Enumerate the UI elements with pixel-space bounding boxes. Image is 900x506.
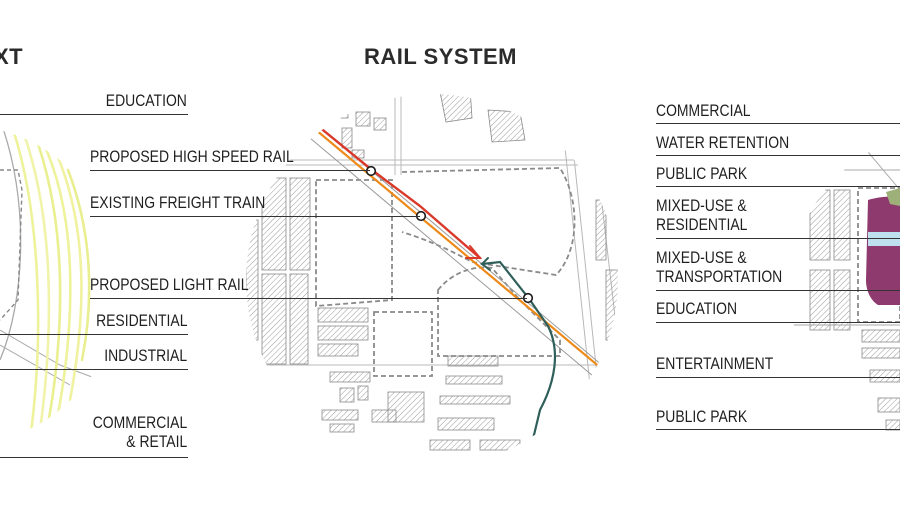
- light-rail-arrow: [480, 257, 491, 271]
- leader-line: [0, 114, 188, 115]
- label-light-rail: PROPOSED LIGHT RAIL: [90, 275, 249, 294]
- leader-line: [0, 369, 188, 370]
- label-mixed-use-transportation: MIXED-USE & TRANSPORTATION: [656, 248, 782, 286]
- label-public-park-1: PUBLIC PARK: [656, 164, 748, 183]
- label-education-right: EDUCATION: [656, 299, 738, 318]
- label-high-speed-rail: PROPOSED HIGH SPEED RAIL: [90, 147, 294, 166]
- water-retention-zone: [868, 232, 900, 246]
- label-commercial-retail-line1: COMMERCIAL: [92, 413, 187, 432]
- label-commercial: COMMERCIAL: [656, 101, 751, 120]
- left-highlight-lines: [6, 125, 91, 445]
- leader-line: [656, 429, 900, 430]
- leader-line-freight-train: [90, 216, 420, 217]
- rail-system-title: RAIL SYSTEM: [364, 44, 518, 69]
- leader-line: [0, 457, 188, 458]
- light-rail-line: [480, 260, 557, 462]
- label-commercial-retail: COMMERCIAL & RETAIL: [93, 413, 187, 451]
- mixed-use-zone: [866, 196, 900, 305]
- leader-line: [656, 377, 900, 378]
- left-context-map: [0, 125, 101, 445]
- leader-line: [656, 322, 900, 323]
- high-speed-rail-station-marker: [365, 165, 377, 177]
- label-mixed-use-transportation-line1: MIXED-USE &: [656, 248, 747, 267]
- label-mixed-use-residential-line1: MIXED-USE &: [656, 196, 747, 215]
- leader-line: [656, 290, 900, 291]
- label-residential: RESIDENTIAL: [95, 311, 187, 330]
- public-park-zone: [886, 188, 900, 206]
- label-freight-train: EXISTING FREIGHT TRAIN: [90, 193, 266, 212]
- freight-train-station-marker: [415, 210, 427, 222]
- leader-line-light-rail: [90, 298, 527, 299]
- label-mixed-use-residential: MIXED-USE & RESIDENTIAL: [656, 196, 747, 234]
- leader-line: [0, 334, 188, 335]
- left-panel-title-fragment: XT: [0, 44, 24, 69]
- leader-line: [656, 123, 900, 124]
- track-edge-line: [309, 137, 613, 393]
- label-entertainment: ENTERTAINMENT: [656, 354, 774, 373]
- label-water-retention: WATER RETENTION: [656, 133, 790, 152]
- leader-line-high-speed-rail: [90, 170, 370, 171]
- land-use-map: [790, 130, 900, 431]
- label-mixed-use-transportation-line2: TRANSPORTATION: [656, 267, 783, 286]
- high-speed-rail-arrow: [465, 245, 483, 259]
- leader-line: [656, 186, 900, 187]
- rail-system-map: [246, 94, 618, 466]
- leader-line: [656, 238, 900, 239]
- label-commercial-retail-line2: & RETAIL: [126, 432, 187, 451]
- high-speed-rail-line: [316, 124, 482, 260]
- label-public-park-2: PUBLIC PARK: [656, 407, 748, 426]
- label-industrial: INDUSTRIAL: [104, 346, 187, 365]
- label-mixed-use-residential-line2: RESIDENTIAL: [656, 215, 748, 234]
- leader-line: [656, 155, 900, 156]
- label-education-left: EDUCATION: [105, 91, 187, 110]
